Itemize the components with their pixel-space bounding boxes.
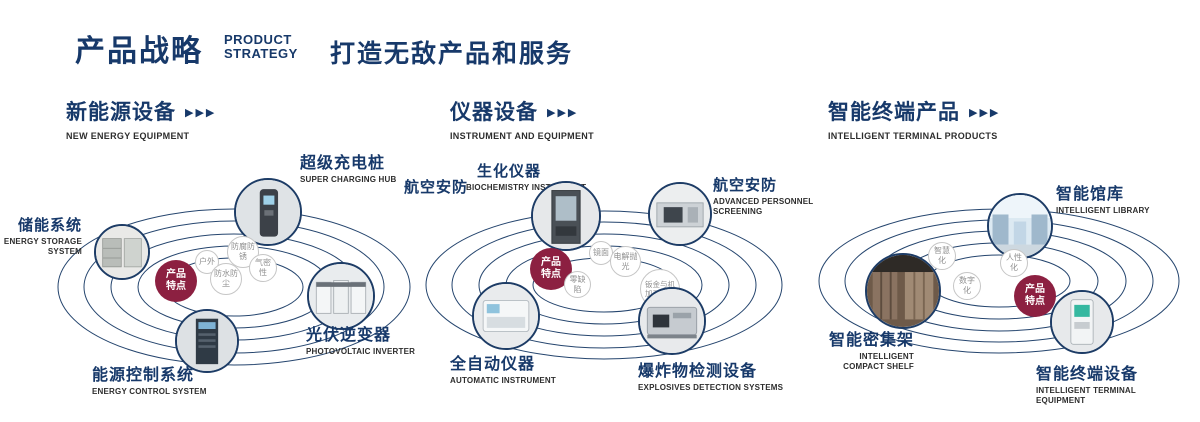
label-energy-storage: 储能系统 ENERGY STORAGE SYSTEM: [0, 214, 82, 258]
triple-arrow-icon: ▶▶▶: [185, 107, 217, 119]
label-automatic-instrument: 全自动仪器 AUTOMATIC INSTRUMENT: [450, 350, 556, 386]
super-charging-hub-photo: [234, 178, 302, 246]
section-header-new-energy: 新能源设备 ▶▶▶ NEW ENERGY EQUIPMENT: [66, 96, 216, 141]
label-aviation-security-left: 航空安防: [404, 179, 469, 196]
product-features-chip: 产品特点: [1014, 275, 1056, 317]
feature-bubble: 防水防尘: [210, 263, 242, 295]
section-title: 仪器设备: [450, 101, 538, 124]
compact-shelf-photo: [865, 253, 941, 329]
product-name-cn: 爆炸物检测设备: [638, 363, 758, 380]
label-explosives-detection: 爆炸物检测设备 EXPLOSIVES DETECTION SYSTEMS: [638, 357, 783, 393]
product-name-cn: 能源控制系统: [92, 367, 195, 384]
section-title-en: INSTRUMENT AND EQUIPMENT: [450, 131, 594, 141]
label-intelligent-library: 智能馆库 INTELLIGENT LIBRARY: [1056, 180, 1150, 216]
section-title: 智能终端产品: [828, 101, 960, 124]
control-cabinet-icon: [177, 311, 237, 371]
page-title-en-line1: PRODUCT: [224, 32, 292, 47]
product-name-en: ADVANCED PERSONNEL SCREENING: [713, 197, 814, 217]
product-name-en: SUPER CHARGING HUB: [300, 175, 397, 184]
section-title: 新能源设备: [66, 101, 176, 124]
storage-cabinet-icon: [96, 226, 148, 278]
product-name-cn: 储能系统: [17, 217, 82, 234]
section-title-en: NEW ENERGY EQUIPMENT: [66, 131, 190, 141]
biochemistry-instrument-photo: [531, 181, 601, 251]
product-name-en: BIOCHEMISTRY INSTRUMENT: [466, 183, 587, 192]
label-super-charging-hub: 超级充电桩 SUPER CHARGING HUB: [300, 149, 397, 185]
product-features-chip: 产品特点: [155, 260, 197, 302]
charging-pile-icon: [236, 180, 300, 244]
product-name-cn: 超级充电桩: [300, 155, 386, 172]
product-name-en: ENERGY CONTROL SYSTEM: [92, 387, 207, 396]
feature-bubble: 数字化: [953, 272, 981, 300]
page-title-en: PRODUCT STRATEGY: [224, 33, 298, 60]
feature-bubble: 智慧化: [928, 242, 956, 270]
product-name-cn: 生化仪器: [477, 163, 542, 180]
page-tagline: 打造无敌产品和服务: [330, 40, 574, 68]
chip-label: 产品特点: [166, 268, 186, 293]
inverter-cabinets-icon: [309, 264, 373, 328]
detector-machine-icon: [640, 289, 704, 353]
energy-storage-photo: [94, 224, 150, 280]
product-name-cn: 全自动仪器: [450, 356, 536, 373]
product-name-en: ENERGY STORAGE SYSTEM: [3, 237, 82, 257]
product-name-cn: 光伏逆变器: [306, 327, 392, 344]
product-name-en: EXPLOSIVES DETECTION SYSTEMS: [638, 383, 784, 392]
product-name-en: AUTOMATIC INSTRUMENT: [450, 376, 556, 385]
section-title-en: INTELLIGENT TERMINAL PRODUCTS: [828, 131, 998, 141]
energy-control-photo: [175, 309, 239, 373]
label-biochemistry-instrument: 生化仪器 BIOCHEMISTRY INSTRUMENT: [466, 160, 586, 193]
triple-arrow-icon: ▶▶▶: [547, 107, 579, 119]
product-name-cn: 智能馆库: [1056, 186, 1125, 203]
product-name-cn: 智能终端设备: [1036, 366, 1139, 383]
terminal-equipment-photo: [1050, 290, 1114, 354]
compact-shelf-icon: [867, 255, 939, 327]
product-name-en: INTELLIGENT COMPACT SHELF: [843, 352, 914, 372]
feature-bubble: 电解抛光: [610, 246, 641, 277]
chip-label: 产品特点: [541, 256, 561, 281]
personnel-screening-photo: [648, 182, 712, 246]
explosives-detection-photo: [638, 287, 706, 355]
analyzer-icon: [474, 284, 538, 348]
page-title-en-line2: STRATEGY: [224, 45, 298, 61]
intelligent-library-photo: [987, 193, 1053, 259]
orbit-rings-instruments: [425, 210, 783, 360]
feature-bubble: 户外: [195, 250, 219, 274]
label-compact-shelf: 智能密集架 INTELLIGENT COMPACT SHELF: [820, 326, 914, 373]
product-features-chip: 产品特点: [530, 248, 572, 290]
section-header-intelligent-terminal: 智能终端产品 ▶▶▶ INTELLIGENT TERMINAL PRODUCTS: [828, 96, 1000, 141]
feature-bubble: 人性化: [1000, 249, 1028, 277]
product-name-en: INTELLIGENT LIBRARY: [1056, 206, 1150, 215]
screening-machine-icon: [650, 184, 710, 244]
kiosk-icon: [1052, 292, 1112, 352]
chip-label: 产品特点: [1025, 283, 1045, 308]
label-aviation-security-right: 航空安防 ADVANCED PERSONNEL SCREENING: [713, 174, 823, 218]
automatic-instrument-photo: [472, 282, 540, 350]
photovoltaic-inverter-photo: [307, 262, 375, 330]
label-energy-control: 能源控制系统 ENERGY CONTROL SYSTEM: [92, 361, 207, 397]
page-title: 产品战略: [75, 35, 203, 68]
triple-arrow-icon: ▶▶▶: [969, 107, 1001, 119]
label-terminal-equipment: 智能终端设备 INTELLIGENT TERMINAL EQUIPMENT: [1036, 360, 1186, 407]
feature-bubble: 零缺陷: [564, 271, 591, 298]
product-name-en: INTELLIGENT TERMINAL EQUIPMENT: [1036, 386, 1136, 406]
product-name-cn: 航空安防: [713, 177, 778, 194]
product-name-en: PHOTOVOLTAIC INVERTER: [306, 347, 416, 356]
label-photovoltaic-inverter: 光伏逆变器 PHOTOVOLTAIC INVERTER: [306, 321, 415, 357]
product-name-cn: 智能密集架: [828, 332, 914, 349]
feature-bubble: 气密性: [249, 254, 277, 282]
library-room-icon: [989, 195, 1051, 257]
section-header-instruments: 仪器设备 ▶▶▶ INSTRUMENT AND EQUIPMENT: [450, 96, 594, 141]
lab-instrument-icon: [533, 183, 599, 249]
